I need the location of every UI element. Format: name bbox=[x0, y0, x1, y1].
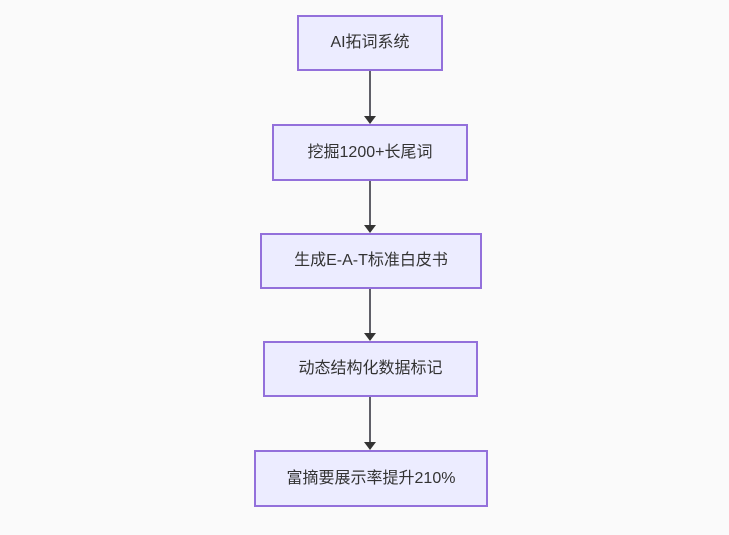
arrow-down-icon bbox=[364, 333, 376, 341]
arrow-down-icon bbox=[364, 225, 376, 233]
flow-node-label: 挖掘1200+长尾词 bbox=[307, 143, 433, 161]
flow-node-ai-expand-system: AI拓词系统 bbox=[297, 15, 443, 71]
flow-node-eat-whitepaper: 生成E-A-T标准白皮书 bbox=[260, 233, 482, 289]
flow-node-label: 动态结构化数据标记 bbox=[298, 360, 443, 377]
flow-edge-line-4 bbox=[369, 397, 371, 442]
flow-edge-line-3 bbox=[369, 289, 371, 333]
flow-node-longtail-keywords: 挖掘1200+长尾词 bbox=[272, 124, 468, 181]
flow-node-label: 富摘要展示率提升210% bbox=[286, 469, 456, 487]
flow-edge-line-1 bbox=[369, 71, 371, 116]
arrow-down-icon bbox=[364, 116, 376, 124]
flow-node-structured-data-markup: 动态结构化数据标记 bbox=[263, 341, 478, 397]
flow-node-label: 生成E-A-T标准白皮书 bbox=[294, 252, 448, 269]
flow-node-rich-snippet-rate: 富摘要展示率提升210% bbox=[254, 450, 488, 507]
flow-node-label: AI拓词系统 bbox=[330, 34, 410, 51]
flow-edge-line-2 bbox=[369, 181, 371, 225]
arrow-down-icon bbox=[364, 442, 376, 450]
